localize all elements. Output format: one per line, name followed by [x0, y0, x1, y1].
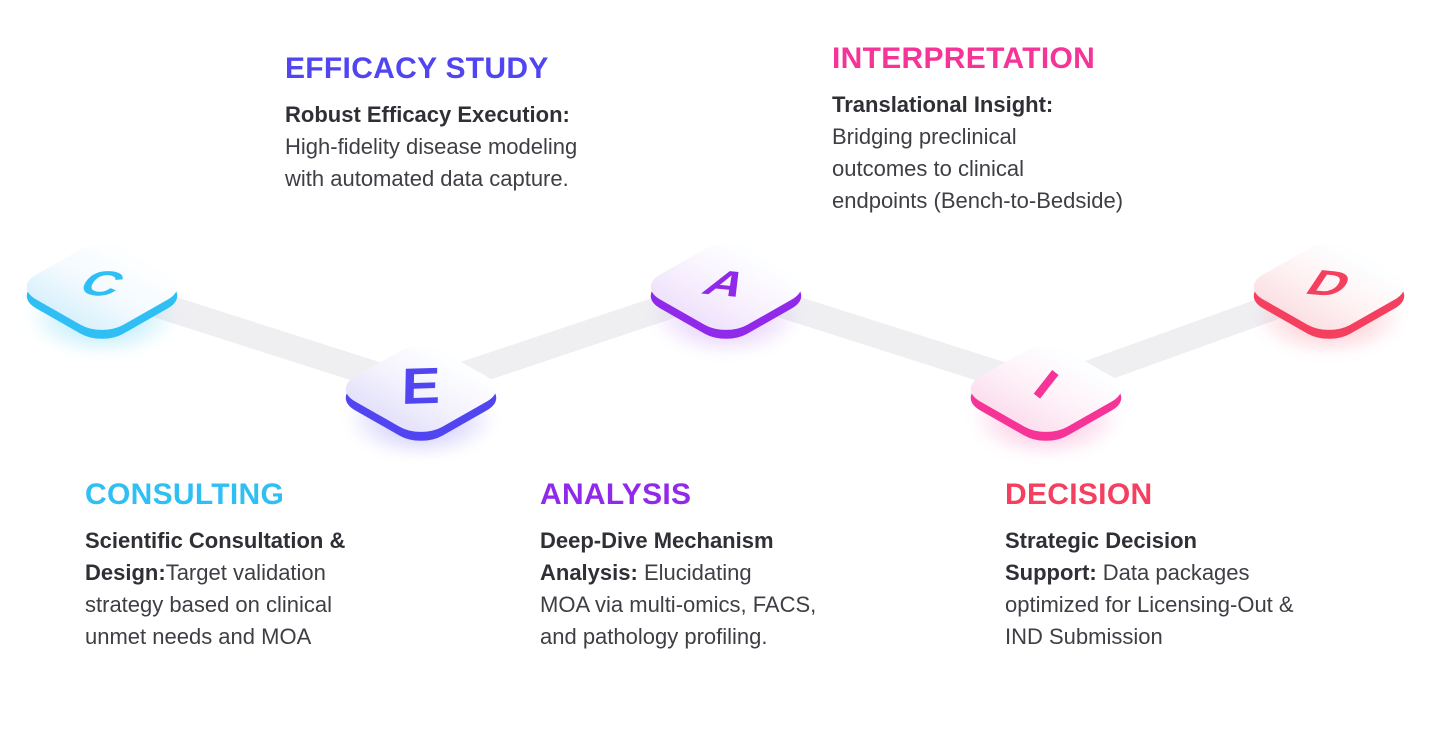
interpretation-body: Translational Insight:Bridging preclinic… — [832, 92, 1124, 213]
consulting-heading: CONSULTING — [85, 478, 285, 511]
decision-heading: DECISION — [1005, 478, 1153, 511]
interpretation-heading: INTERPRETATION — [832, 42, 1096, 75]
interpretation-label-block: INTERPRETATION Translational Insight:Bri… — [832, 42, 1202, 217]
analysis-heading: ANALYSIS — [540, 478, 692, 511]
efficacy-study-label-block: EFFICACY STUDY Robust Efficacy Execution… — [285, 52, 665, 195]
efficacy-study-body: Robust Efficacy Execution:High-fidelity … — [285, 102, 578, 191]
efficacy-study-letter: E — [401, 357, 441, 416]
consulting-body: Scientific Consultation &Design:Target v… — [85, 528, 346, 649]
consulting-label-block: CONSULTING Scientific Consultation &Desi… — [85, 478, 415, 653]
efficacy-study-heading: EFFICACY STUDY — [285, 52, 549, 85]
